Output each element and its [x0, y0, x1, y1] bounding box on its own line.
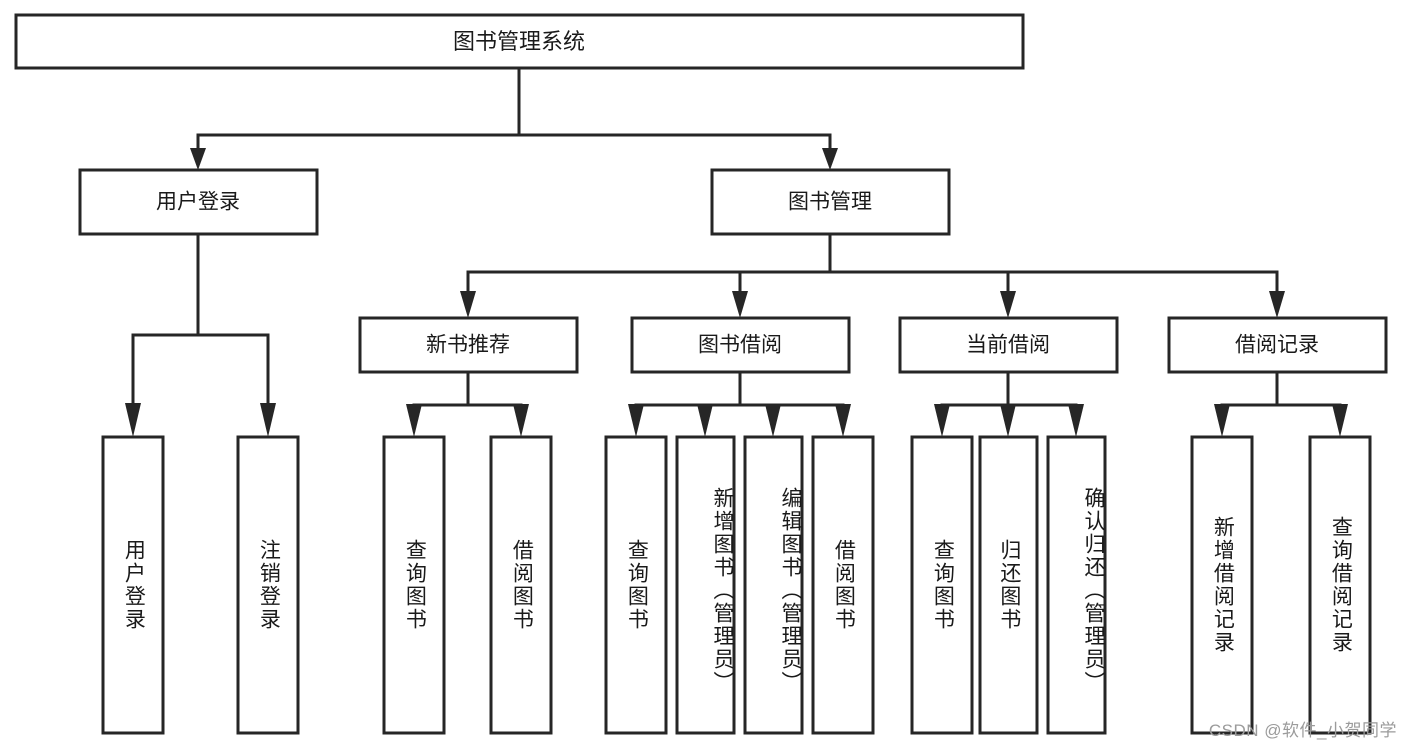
- leaf-box-logout[interactable]: [236, 435, 300, 735]
- node-new-book-recommend-label: 新书推荐: [426, 334, 510, 357]
- arrow-to-leaf-br-1: [1214, 404, 1230, 437]
- leaf-box-cb-confirm-return-admin[interactable]: [1046, 435, 1107, 735]
- leaf-box-br-add-record[interactable]: [1190, 435, 1254, 735]
- arrow-to-leaf-user-login: [125, 403, 141, 437]
- node-new-book-recommend[interactable]: 新书推荐: [358, 316, 579, 374]
- leaf-box-cb-return-book[interactable]: [978, 435, 1039, 735]
- csdn-watermark: CSDN @软件_小贺同学: [1208, 721, 1397, 740]
- arrow-to-leaf-nb-1: [406, 404, 422, 437]
- arrow-to-leaf-bb-4: [835, 404, 851, 437]
- node-user-login[interactable]: 用户登录: [78, 168, 319, 236]
- arrow-to-leaf-cb-3: [1068, 404, 1084, 437]
- node-user-login-label: 用户登录: [156, 191, 240, 214]
- arrow-to-leaf-cb-1: [934, 404, 950, 437]
- arrow-to-leaf-nb-2: [513, 404, 529, 437]
- node-book-borrow-label: 图书借阅: [698, 334, 782, 357]
- leaf-box-bb-query-book[interactable]: [604, 435, 668, 735]
- leaf-box-bb-add-book-admin[interactable]: [675, 435, 736, 735]
- leaf-box-nb-query-book[interactable]: [382, 435, 446, 735]
- arrow-to-user-login: [190, 148, 206, 170]
- node-borrow-record-label: 借阅记录: [1235, 334, 1319, 357]
- leaf-box-bb-edit-book-admin[interactable]: [743, 435, 804, 735]
- node-root-system-box[interactable]: [14, 13, 1025, 70]
- node-current-borrow-label: 当前借阅: [966, 334, 1050, 357]
- arrow-to-leaf-logout: [260, 403, 276, 437]
- node-current-borrow-box[interactable]: [898, 316, 1119, 374]
- node-layer: 图书管理系统 用户登录 图书管理 新书推荐 图书借阅: [14, 13, 1388, 735]
- arrow-to-book-mgmt: [822, 148, 838, 170]
- node-book-management-box[interactable]: [710, 168, 951, 236]
- arrowhead-layer: [125, 148, 1348, 437]
- node-book-management-label: 图书管理: [788, 191, 872, 214]
- node-new-book-recommend-box[interactable]: [358, 316, 579, 374]
- arrow-to-leaf-bb-2: [697, 404, 713, 437]
- arrow-to-leaf-bb-3: [765, 404, 781, 437]
- node-current-borrow[interactable]: 当前借阅: [898, 316, 1119, 374]
- arrow-to-leaf-br-2: [1332, 404, 1348, 437]
- node-book-borrow[interactable]: 图书借阅: [630, 316, 851, 374]
- arrow-to-leaf-bb-1: [628, 404, 644, 437]
- leaf-box-user-login[interactable]: [101, 435, 165, 735]
- node-root-system[interactable]: 图书管理系统: [14, 13, 1025, 70]
- node-book-management[interactable]: 图书管理: [710, 168, 951, 236]
- arrow-to-current-borrow: [1000, 291, 1016, 318]
- node-user-login-box[interactable]: [78, 168, 319, 236]
- arrow-to-book-borrow: [732, 291, 748, 318]
- leaf-box-nb-borrow-book[interactable]: [489, 435, 553, 735]
- node-book-borrow-box[interactable]: [630, 316, 851, 374]
- leaf-box-br-query-record[interactable]: [1308, 435, 1372, 735]
- node-borrow-record[interactable]: 借阅记录: [1167, 316, 1388, 374]
- leaf-box-bb-borrow-book[interactable]: [811, 435, 875, 735]
- arrow-to-leaf-cb-2: [1000, 404, 1016, 437]
- arrow-to-borrow-record: [1269, 291, 1285, 318]
- leaf-box-cb-query-book[interactable]: [910, 435, 974, 735]
- node-borrow-record-box[interactable]: [1167, 316, 1388, 374]
- node-root-system-label: 图书管理系统: [453, 29, 585, 54]
- arrow-to-new-book: [460, 291, 476, 318]
